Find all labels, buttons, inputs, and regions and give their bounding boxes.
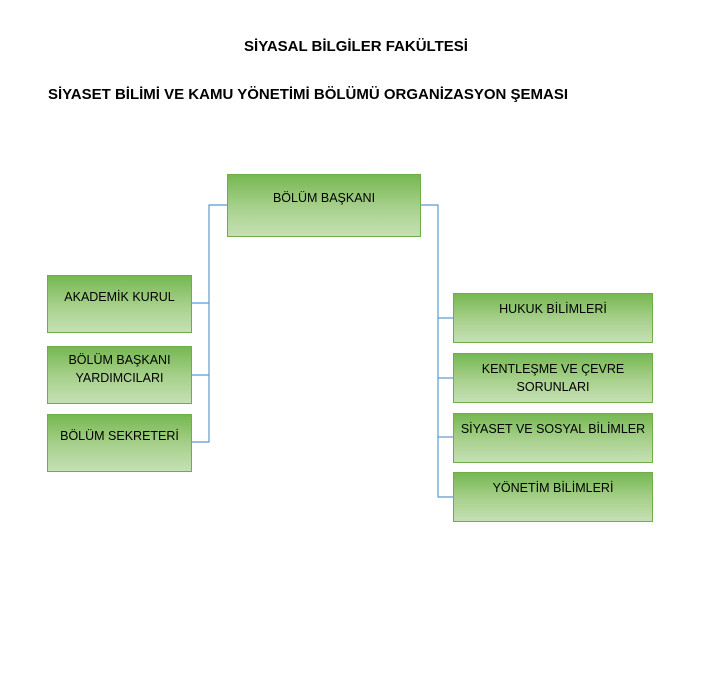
chart-title: SİYASET BİLİMİ VE KAMU YÖNETİMİ BÖLÜMÜ O…	[48, 86, 569, 103]
node-hukuk-bilimleri: HUKUK BİLİMLERİ	[453, 293, 653, 343]
node-bolum-sekreteri: BÖLÜM SEKRETERİ	[47, 414, 192, 472]
node-label: AKADEMİK KURUL	[64, 290, 175, 304]
connector-head-to-right	[420, 204, 454, 498]
node-kentlesme-ve-cevre-sorunlari: KENTLEŞME VE ÇEVRE SORUNLARI	[453, 353, 653, 403]
node-label: BÖLÜM BAŞKANI	[272, 191, 376, 205]
node-label: BÖLÜM BAŞKANI YARDIMCILARI	[68, 353, 171, 385]
node-label: KENTLEŞME VE ÇEVRE SORUNLARI	[481, 362, 625, 394]
node-yonetim-bilimleri: YÖNETİM BİLİMLERİ	[453, 472, 653, 522]
node-label: YÖNETİM BİLİMLERİ	[492, 481, 614, 495]
node-label: HUKUK BİLİMLERİ	[499, 302, 607, 316]
node-siyaset-ve-sosyal-bilimler: SİYASET VE SOSYAL BİLİMLER	[453, 413, 653, 463]
node-bolum-baskani: BÖLÜM BAŞKANI	[227, 174, 421, 237]
connector-head-to-left	[192, 204, 227, 443]
node-akademik-kurul: AKADEMİK KURUL	[47, 275, 192, 333]
node-label: SİYASET VE SOSYAL BİLİMLER	[460, 422, 646, 436]
faculty-title: SİYASAL BİLGİLER FAKÜLTESİ	[244, 38, 468, 55]
node-label: BÖLÜM SEKRETERİ	[60, 429, 179, 443]
node-bolum-baskani-yardimcilari: BÖLÜM BAŞKANI YARDIMCILARI	[47, 346, 192, 404]
